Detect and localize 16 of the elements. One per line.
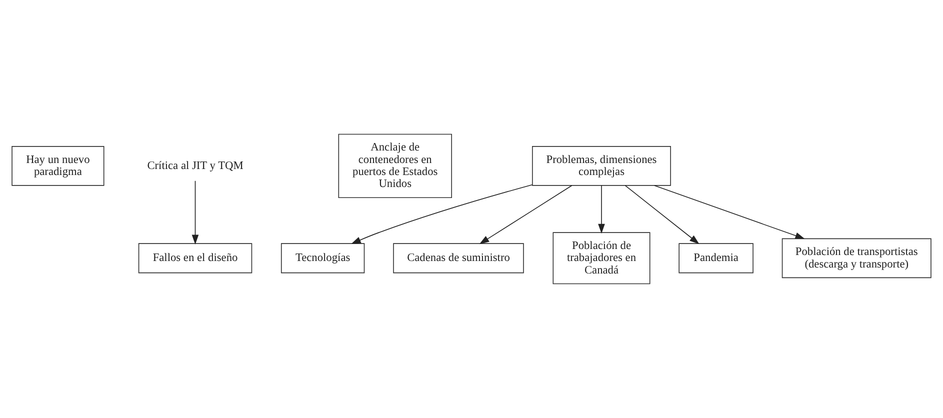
node-box: Problemas, dimensiones complejas <box>532 146 671 186</box>
node-box: Fallos en el diseño <box>138 243 252 274</box>
arrow <box>598 185 605 234</box>
node-box: Hay un nuevo paradigma <box>12 146 104 186</box>
node-text: Crítica al JIT y TQM <box>147 160 244 172</box>
node-box: Pandemia <box>678 243 754 274</box>
node-box: Población de trabajadores en Canadá <box>552 232 650 284</box>
arrow <box>479 185 572 244</box>
node-box: Tecnologías <box>280 243 365 274</box>
arrow <box>654 185 805 240</box>
arrow <box>351 184 533 244</box>
arrow <box>192 180 199 245</box>
node-box: Cadenas de suministro <box>393 243 524 274</box>
node-box: Población de transportistas (descarga y transporte) <box>782 238 932 278</box>
arrow <box>624 185 700 244</box>
node-box: Anclaje de contenedores en puertos de Estados Unidos <box>338 134 452 198</box>
